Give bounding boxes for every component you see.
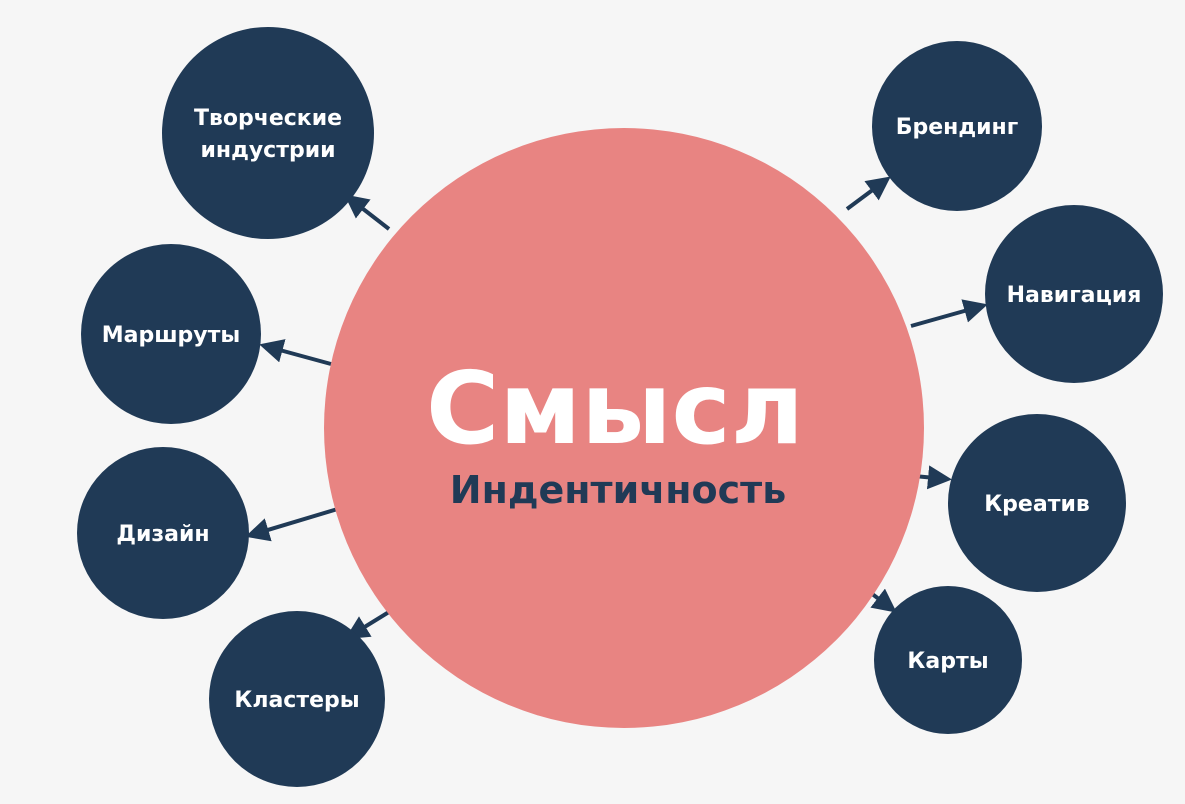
node-circle-brending [872, 41, 1042, 211]
center-circle [324, 128, 924, 728]
node-dizain: Дизайн [77, 447, 249, 619]
node-circle-klastery [209, 611, 385, 787]
center-title: Смысл [426, 350, 804, 467]
node-label-klastery: Кластеры [234, 688, 359, 713]
node-label-karty: Карты [907, 649, 988, 674]
node-circle-kreativ [948, 414, 1126, 592]
node-label-marshruty: Маршруты [102, 323, 241, 348]
node-kreativ: Креатив [948, 414, 1126, 592]
node-brending: Брендинг [872, 41, 1042, 211]
center-subtitle: Индентичность [450, 468, 786, 512]
node-label-tvorcheskie-industrii-line-2: индустрии [200, 138, 335, 163]
arrow-to-dizain [245, 506, 342, 542]
node-circle-karty [874, 586, 1022, 734]
node-label-navigatsiya: Навигация [1007, 283, 1142, 308]
node-label-brending: Брендинг [896, 115, 1019, 140]
nodes-layer: Творческие индустрииМаршрутыДизайнКластер… [77, 27, 1163, 787]
node-navigatsiya: Навигация [985, 205, 1163, 383]
node-label-tvorcheskie-industrii-line-1: Творческие [194, 106, 342, 131]
arrow-to-brending [845, 176, 891, 211]
node-circle-marshruty [81, 244, 261, 424]
node-circle-tvorcheskie-industrii [162, 27, 374, 239]
node-label-kreativ: Креатив [984, 492, 1090, 517]
node-tvorcheskie-industrii: Творческие индустрии [162, 27, 374, 239]
node-circle-dizain [77, 447, 249, 619]
node-karty: Карты [874, 586, 1022, 734]
arrow-to-navigatsiya [910, 299, 988, 328]
arrow-to-tvorcheskie-industrii [344, 194, 391, 231]
node-marshruty: Маршруты [81, 244, 261, 424]
node-klastery: Кластеры [209, 611, 385, 787]
node-label-dizain: Дизайн [116, 522, 209, 547]
arrow-to-marshruty [259, 339, 332, 366]
node-circle-navigatsiya [985, 205, 1163, 383]
